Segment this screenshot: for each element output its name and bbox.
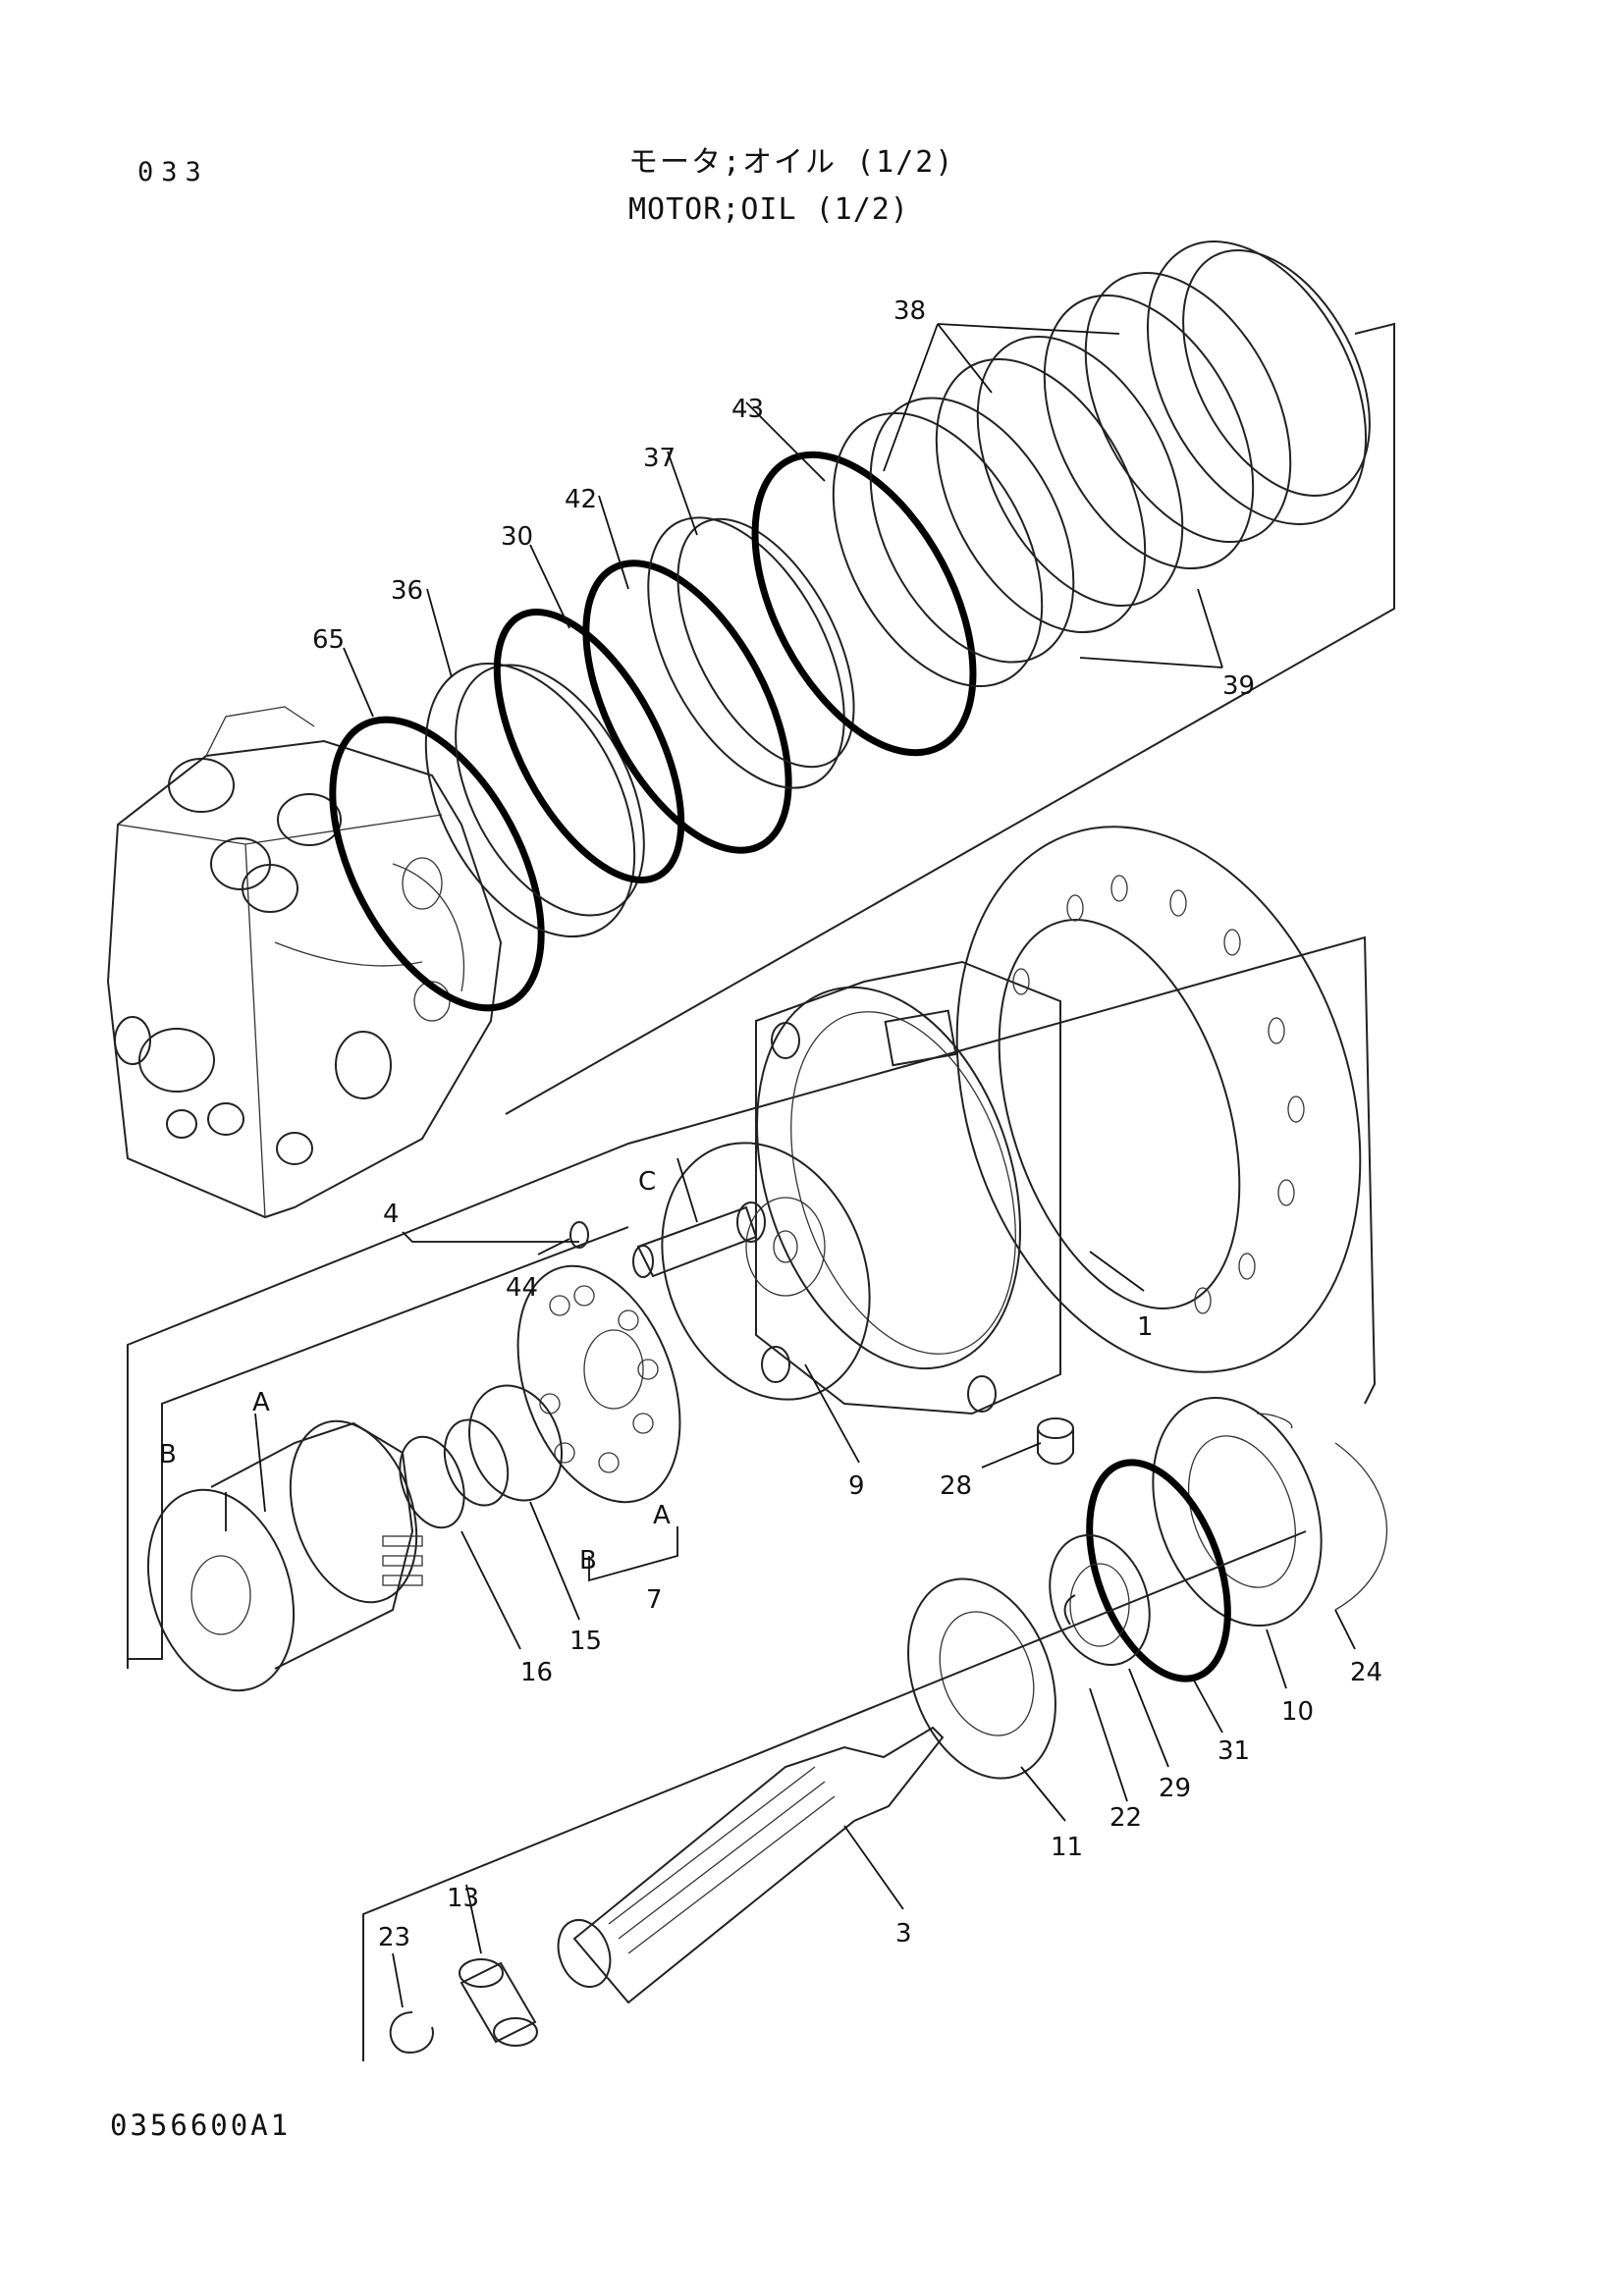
- valve-housing: [106, 706, 503, 1219]
- leader-lines-upper: [343, 323, 1223, 718]
- callout-44: 44: [506, 1273, 538, 1303]
- title-english: MOTOR;OIL (1/2): [628, 192, 909, 227]
- callout-22: 22: [1109, 1803, 1142, 1833]
- o-ring-65: [329, 716, 545, 1012]
- plate-38a: [832, 411, 1044, 688]
- callout-43: 43: [731, 395, 764, 424]
- spherical-bush: [399, 1384, 564, 1529]
- ring-37: [647, 516, 845, 789]
- callout-C: C: [638, 1167, 656, 1197]
- callout-3: 3: [895, 1919, 912, 1949]
- bushing-13: [459, 1958, 538, 2047]
- snap-ring-23: [389, 2011, 434, 2054]
- page-number: 033: [137, 157, 209, 187]
- plate-38c: [1043, 294, 1255, 570]
- callout-15: 15: [569, 1627, 602, 1656]
- callout-65: 65: [312, 625, 345, 655]
- leader-lines-lower: [225, 1157, 1356, 2008]
- callout-30: 30: [501, 522, 533, 552]
- valve-plate-9: [661, 1142, 871, 1401]
- drive-shaft: [557, 1726, 945, 2004]
- callout-1: 1: [1137, 1312, 1154, 1342]
- cylinder-block: [146, 1419, 423, 1692]
- callout-9: 9: [848, 1471, 865, 1501]
- center-pin: [632, 1201, 766, 1278]
- callout-23: 23: [378, 1923, 410, 1952]
- callout-A-upper: A: [252, 1388, 270, 1417]
- callout-B-upper: B: [159, 1440, 177, 1469]
- callout-B-lower: B: [579, 1546, 597, 1575]
- callout-31: 31: [1217, 1736, 1250, 1766]
- callout-A-lower: A: [653, 1501, 671, 1530]
- ring-36: [424, 662, 636, 938]
- callout-16: 16: [520, 1658, 553, 1687]
- callout-24: 24: [1350, 1658, 1382, 1687]
- upper-group-frame: [505, 322, 1395, 1115]
- callout-29: 29: [1159, 1774, 1191, 1803]
- callout-4: 4: [383, 1200, 400, 1229]
- callout-37: 37: [643, 444, 676, 473]
- casing-bolt-holes: [1012, 875, 1305, 1314]
- bearing-assembly: [907, 1396, 1388, 1780]
- callout-39: 39: [1222, 671, 1255, 701]
- retainer-plate: [516, 1264, 681, 1504]
- lower-group-frame: [127, 935, 1377, 1669]
- callout-labels: 38 43 37 42 30 36 65 39 4 C 44 A B 1 9 2…: [159, 296, 1382, 1952]
- o-ring-43: [751, 451, 977, 757]
- plate-38d: [1146, 240, 1368, 525]
- title-japanese: モータ;オイル (1/2): [628, 145, 955, 180]
- plug-28: [1037, 1417, 1074, 1466]
- o-ring-44: [569, 1221, 589, 1249]
- callout-11: 11: [1051, 1833, 1083, 1862]
- callout-13: 13: [447, 1884, 479, 1913]
- o-ring-30: [493, 609, 685, 883]
- callout-7: 7: [646, 1585, 663, 1615]
- callout-28: 28: [940, 1471, 972, 1501]
- callout-36: 36: [391, 576, 423, 606]
- drawing-code: 0356600A1: [110, 2109, 292, 2142]
- o-ring-31: [1086, 1459, 1231, 1682]
- callout-38: 38: [893, 296, 926, 326]
- callout-42: 42: [565, 485, 597, 514]
- shaft-group-frame: [362, 1530, 1307, 2061]
- ring-seal-stack: [329, 240, 1371, 1012]
- motor-casing: [755, 826, 1362, 1415]
- callout-10: 10: [1281, 1697, 1314, 1727]
- o-ring-42: [582, 560, 792, 854]
